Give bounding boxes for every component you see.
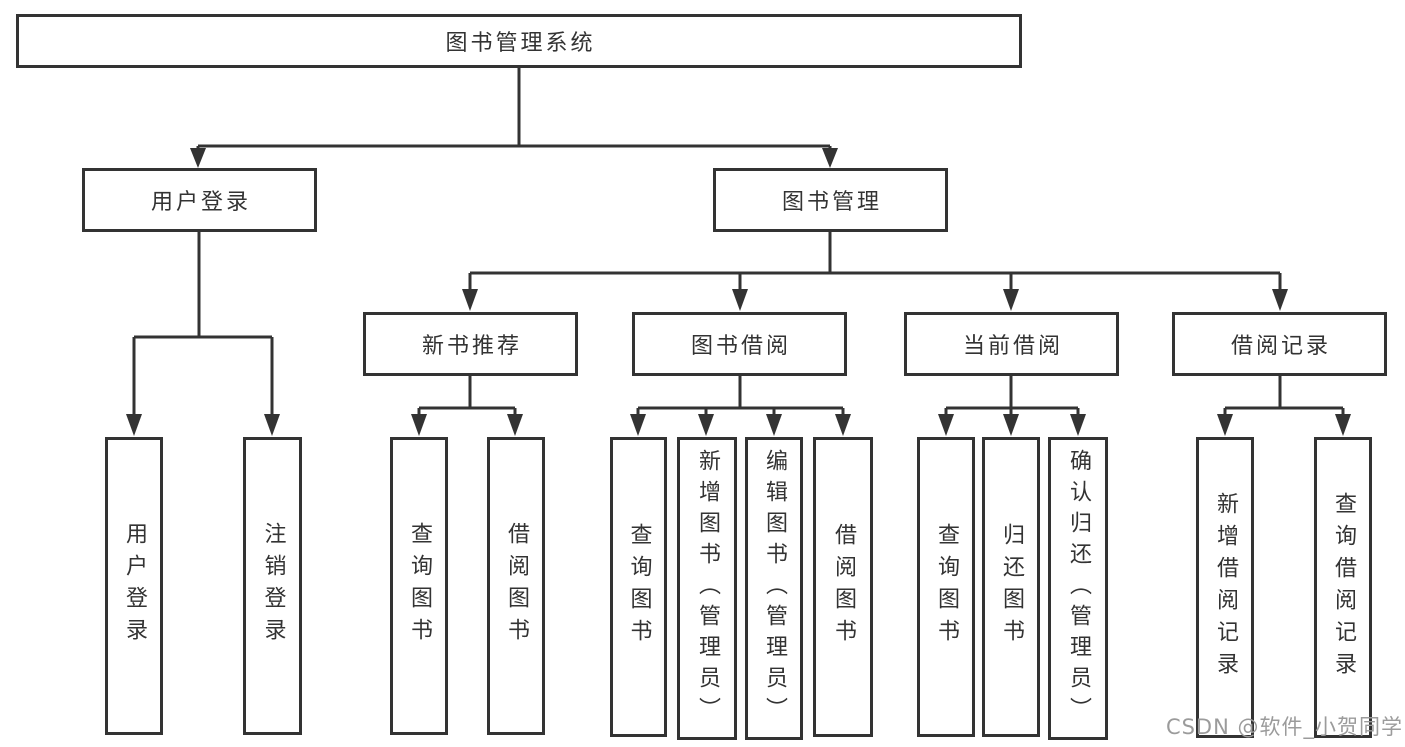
leaf-edit-books-admin: 编辑图书（管理员） bbox=[745, 437, 803, 740]
leaf-return-books: 归还图书 bbox=[982, 437, 1040, 737]
node-root-library-system: 图书管理系统 bbox=[16, 14, 1022, 68]
leaf-borrow-books: 借阅图书 bbox=[813, 437, 873, 737]
leaf-confirm-return-admin: 确认归还（管理员） bbox=[1048, 437, 1108, 740]
leaf-add-borrow-record: 新增借阅记录 bbox=[1196, 437, 1254, 738]
arrowhead-icons bbox=[126, 148, 1351, 436]
leaf-query-borrow-record: 查询借阅记录 bbox=[1314, 437, 1372, 738]
leaf-query-books-current: 查询图书 bbox=[917, 437, 975, 737]
leaf-borrow-books-recommend: 借阅图书 bbox=[487, 437, 545, 735]
node-book-management: 图书管理 bbox=[713, 168, 948, 232]
node-current-borrow: 当前借阅 bbox=[904, 312, 1119, 376]
watermark: CSDN @软件_小贺同学 bbox=[1165, 715, 1403, 739]
leaf-add-books-admin: 新增图书（管理员） bbox=[677, 437, 737, 740]
leaf-query-books-borrow: 查询图书 bbox=[610, 437, 667, 737]
node-new-book-recommend: 新书推荐 bbox=[363, 312, 578, 376]
leaf-query-books-recommend: 查询图书 bbox=[390, 437, 448, 735]
leaf-user-login: 用户登录 bbox=[105, 437, 163, 735]
node-book-borrow: 图书借阅 bbox=[632, 312, 847, 376]
node-borrow-records: 借阅记录 bbox=[1172, 312, 1387, 376]
node-user-login: 用户登录 bbox=[82, 168, 317, 232]
leaf-logout: 注销登录 bbox=[243, 437, 302, 735]
